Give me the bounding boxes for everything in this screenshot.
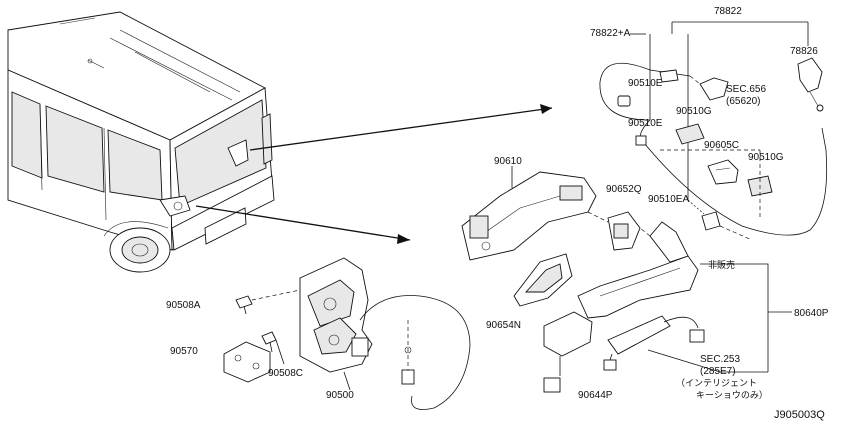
label-90605c: 90605C [704, 140, 739, 151]
label-78826: 78826 [790, 46, 818, 57]
label-90610: 90610 [494, 156, 522, 167]
label-sec-253-sub: (285E7) [700, 366, 736, 377]
label-90510g-right: 90510G [748, 152, 784, 163]
label-not-for-sale: 非販売 [708, 259, 735, 271]
label-90570: 90570 [170, 346, 198, 357]
label-90510g-left: 90510G [676, 106, 712, 117]
label-note-line-2: キーショウのみ） [696, 390, 768, 401]
label-90654n: 90654N [486, 320, 521, 331]
label-note-line-1: （インテリジェント [676, 378, 757, 389]
label-sec-253: SEC.253 [700, 354, 740, 365]
label-90508a: 90508A [166, 300, 201, 311]
label-78822-plus-a: 78822+A [590, 28, 631, 39]
cable-assembly [599, 21, 828, 241]
reference-code: J905003Q [774, 409, 825, 421]
leader-arrows [195, 104, 553, 244]
label-78822: 78822 [714, 6, 742, 17]
van-illustration [7, 11, 275, 273]
outside-handle-group [461, 166, 792, 393]
label-90510e-lower: 90510E [628, 118, 663, 129]
label-sec-656-sub: (65620) [726, 96, 760, 107]
label-sec-656: SEC.656 [726, 84, 766, 95]
label-90500: 90500 [326, 390, 354, 401]
latch-group [223, 257, 471, 410]
callout-labels: 78822 78822+A 78826 90510E SEC.656 (6562… [166, 6, 829, 421]
label-90510e-upper: 90510E [628, 78, 663, 89]
label-90510ea: 90510EA [648, 194, 689, 205]
label-90644p: 90644P [578, 390, 613, 401]
label-90508c: 90508C [268, 368, 303, 379]
label-80640p: 80640P [794, 308, 829, 319]
label-90652q: 90652Q [606, 184, 642, 195]
